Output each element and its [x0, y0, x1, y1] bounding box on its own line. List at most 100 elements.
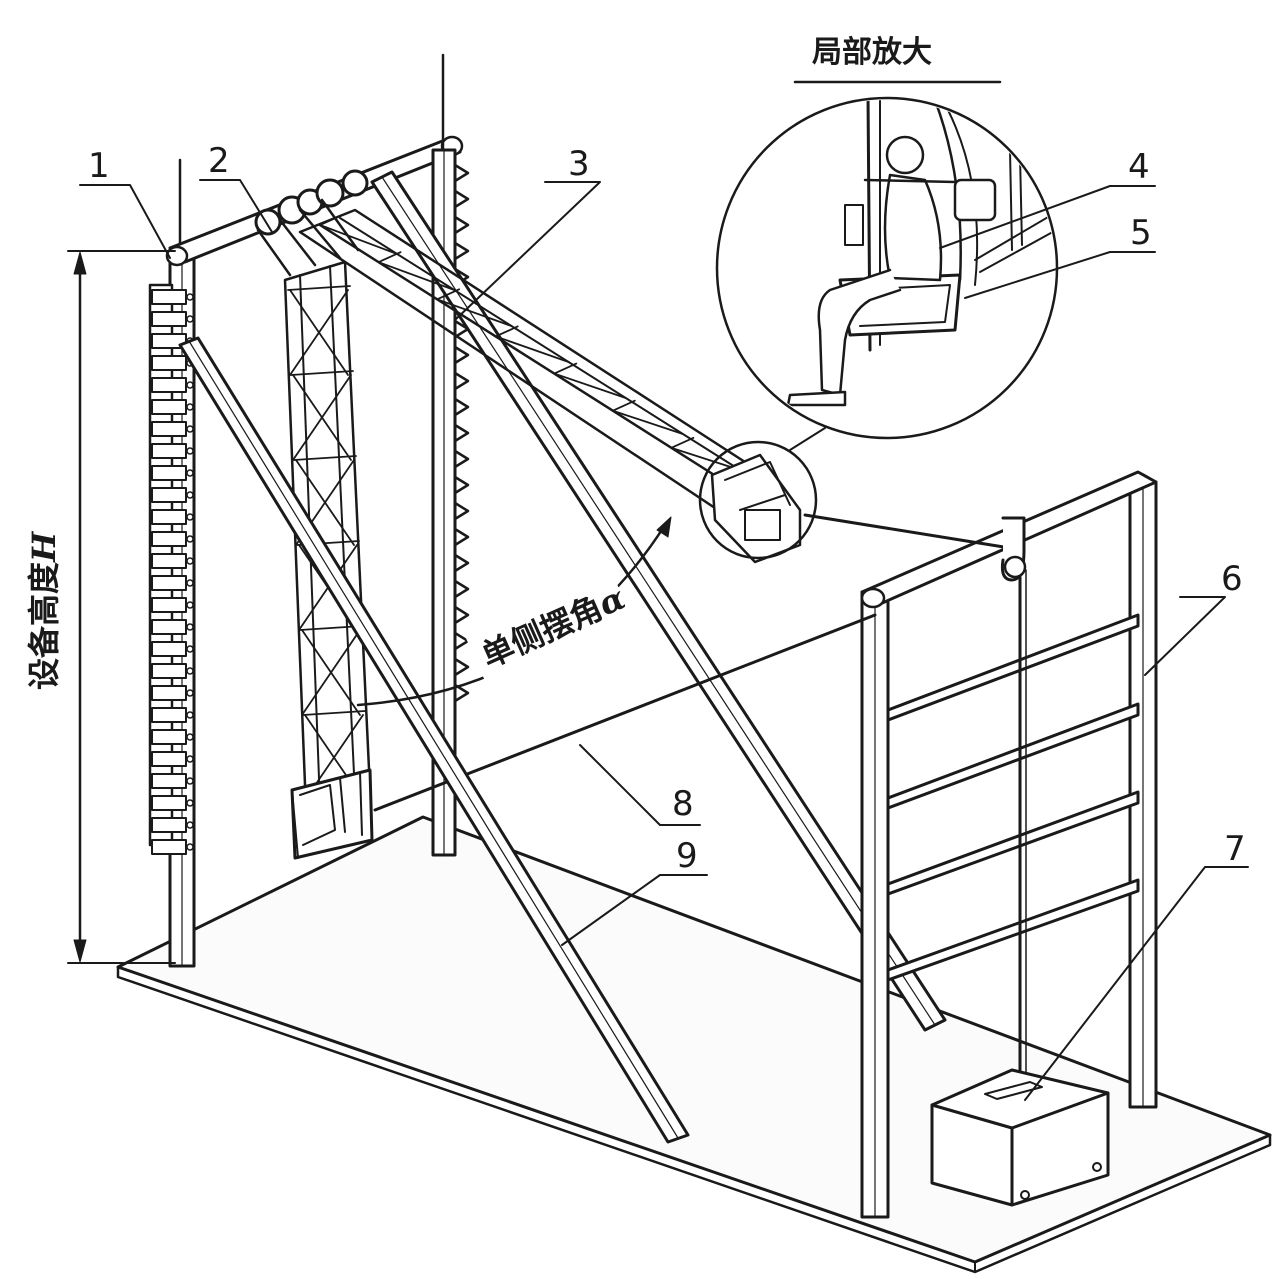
angle-label: 单侧摆角 — [476, 589, 608, 676]
rack-link — [151, 707, 187, 723]
rack-bolt — [186, 469, 194, 477]
rack-bolt — [186, 601, 194, 609]
rack-bolt — [186, 689, 194, 697]
arm-strut — [377, 251, 402, 264]
chain-tooth — [453, 423, 470, 443]
rack-bolt — [186, 821, 194, 829]
column-strut — [290, 370, 354, 376]
chain-tooth — [453, 241, 470, 261]
rack-bolt — [186, 777, 194, 785]
svg-text:设备高度H: 设备高度H — [25, 530, 63, 690]
magnify-circle-small — [698, 440, 818, 560]
rack-link — [151, 685, 187, 701]
rack-bolt — [186, 843, 194, 851]
arm-strut — [436, 288, 461, 301]
rack-bolt — [186, 579, 194, 587]
arm-brace — [436, 298, 513, 327]
rack-link — [151, 421, 187, 437]
counterweight-box — [930, 1068, 1110, 1207]
rack-bolt — [186, 447, 194, 455]
chain-tooth — [453, 605, 470, 625]
chain-tooth — [453, 657, 470, 677]
rack-link — [151, 509, 187, 525]
column-brace — [301, 629, 361, 716]
callout-1: 1 — [88, 146, 110, 186]
rack-link — [151, 839, 187, 855]
rack-link — [151, 355, 187, 371]
rack-link — [151, 487, 187, 503]
height-symbol: H — [25, 530, 63, 563]
hanging-seat-frame — [290, 768, 374, 860]
callout-7: 7 — [1224, 829, 1246, 869]
column-brace — [292, 374, 352, 461]
rack-link — [151, 817, 187, 833]
chain-tooth — [453, 683, 470, 703]
chain-tooth — [453, 163, 470, 183]
arm-brace — [553, 372, 627, 399]
zoom-detail — [715, 96, 1059, 451]
rack-bolt — [186, 293, 194, 301]
arm-brace — [611, 409, 684, 435]
rack-link — [151, 399, 187, 415]
callout-2: 2 — [208, 141, 230, 181]
arm-brace — [377, 261, 456, 291]
callout-leaders — [79, 179, 1249, 1101]
height-dimension — [67, 250, 176, 964]
column-strut — [302, 710, 366, 716]
rack-bolt — [186, 513, 194, 521]
rack-bolt — [186, 315, 194, 323]
arm-strut — [319, 214, 343, 226]
zoom-connector-line — [789, 427, 826, 451]
column-strut — [293, 455, 357, 461]
arm-end-seat — [710, 453, 802, 564]
rack-link — [151, 641, 187, 657]
rack-link — [151, 575, 187, 591]
column-brace — [289, 289, 349, 376]
hanging-truss-column — [283, 260, 372, 812]
rack-bolt — [186, 403, 194, 411]
chain-tooth — [453, 553, 470, 573]
swing-arm-truss — [298, 208, 747, 510]
front-diagonal-brace — [178, 336, 690, 1144]
rack-bolt — [186, 535, 194, 543]
rack-link — [151, 465, 187, 481]
right-cable-chain — [453, 163, 470, 703]
callout-6: 6 — [1221, 559, 1243, 599]
arm-strut — [611, 399, 636, 412]
rack-link — [151, 553, 187, 569]
chain-tooth — [453, 397, 470, 417]
arm-brace — [670, 446, 741, 471]
height-label: 设备高度 — [25, 562, 63, 690]
chain-tooth — [453, 371, 470, 391]
chain-tooth — [453, 579, 470, 599]
rack-bolt — [186, 711, 194, 719]
rack-link — [151, 443, 187, 459]
rack-link — [151, 311, 187, 327]
rack-bolt — [186, 623, 194, 631]
rope-cable — [373, 513, 1027, 1092]
rack-bolt — [186, 381, 194, 389]
callout-4: 4 — [1128, 147, 1150, 187]
rack-link — [151, 377, 187, 393]
chain-tooth — [453, 189, 470, 209]
rack-link — [151, 333, 187, 349]
rack-link — [151, 289, 187, 305]
pulley-assembly — [254, 169, 369, 277]
rack-link — [151, 597, 187, 613]
chain-tooth — [453, 215, 470, 235]
rear-diagonal-brace — [370, 170, 947, 1032]
rack-link — [151, 663, 187, 679]
rack-link — [151, 795, 187, 811]
rack-bolt — [186, 645, 194, 653]
rack-bolt — [186, 799, 194, 807]
rack-link — [151, 751, 187, 767]
callout-8: 8 — [672, 784, 694, 824]
rack-link — [151, 619, 187, 635]
base-plate — [116, 815, 1272, 1274]
rack-bolt — [186, 667, 194, 675]
arm-strut — [494, 325, 519, 338]
zoom-title: 局部放大 — [812, 35, 932, 70]
arm-strut — [670, 436, 695, 449]
arm-strut — [553, 362, 578, 375]
